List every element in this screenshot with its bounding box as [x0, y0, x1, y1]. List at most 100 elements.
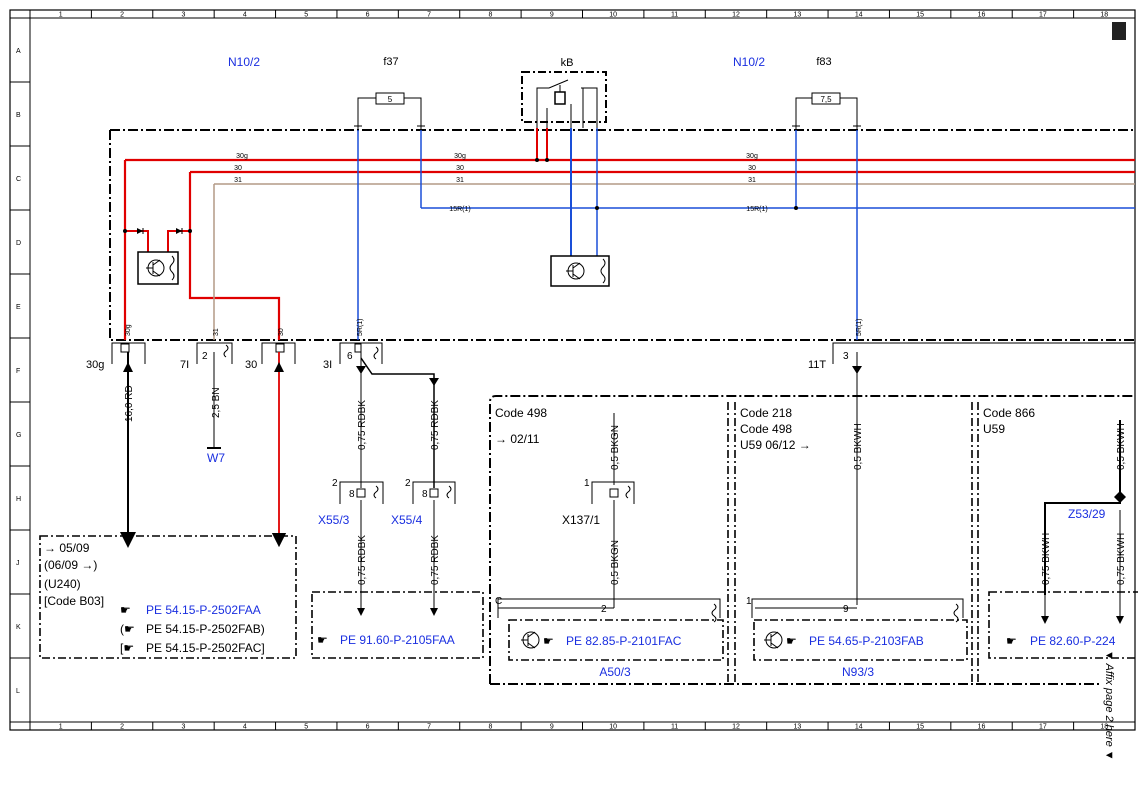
label-x55-3: X55/3 — [318, 513, 350, 527]
grid-column-label-top: 14 — [855, 12, 863, 19]
ref-pe-2502fab[interactable]: PE 54.15-P-2502FAB) — [146, 622, 265, 636]
ref-2105faa-icon: ☛ — [317, 633, 328, 647]
label-n10-2-right: N10/2 — [733, 55, 765, 69]
connector-housings — [111, 342, 1135, 364]
sheet-frame — [9, 9, 1136, 731]
connector-30g: 30g — [86, 359, 104, 371]
grid-column-label-bottom: 2 — [120, 724, 124, 731]
pin-8-x55-3: 8 — [349, 489, 355, 500]
connector-3i: 3I — [323, 359, 332, 371]
bus-label-30g-a: 30g — [236, 153, 248, 160]
wire-075-rdbk-d: 0,75 RDBK — [430, 535, 441, 585]
wire-05-bkwh-a: 0,5 BKWH — [853, 423, 864, 470]
grid-column-label-bottom: 13 — [793, 724, 801, 731]
grid-column-label-top: 18 — [1100, 12, 1108, 19]
bus-wires — [123, 128, 1135, 340]
fuse-f37-value: 5 — [388, 95, 393, 104]
ref-224-icon: ☛ — [1006, 634, 1017, 648]
grid-column-label-bottom: 6 — [366, 724, 370, 731]
note-code218: Code 218 — [740, 406, 792, 420]
grid-row-label: J — [16, 560, 20, 567]
connector-x137-1 — [591, 481, 635, 504]
grid-column-label-bottom: 12 — [732, 724, 740, 731]
n10-2-boundary — [109, 129, 1135, 341]
bus-label-30-c: 30 — [748, 165, 756, 172]
pin-label-5r-right: 5R(1) — [856, 318, 863, 336]
grid-row-label: A — [16, 48, 21, 55]
pin-9-n93: 9 — [843, 604, 849, 615]
ref-pe-224[interactable]: PE 82.60-P-224 — [1030, 634, 1116, 648]
ref-pe-2502fac[interactable]: PE 54.15-P-2502FAC] — [146, 641, 265, 655]
label-x137-1: X137/1 — [562, 513, 600, 527]
note-u59: U59 — [983, 422, 1005, 436]
wire-075-rdbk-c: 0,75 RDBK — [357, 535, 368, 585]
wire-075-bkwh-a: 0,75 BKWH — [1041, 533, 1052, 585]
module-area-boundary — [489, 395, 1135, 684]
ref-2502fab-icon: (☛ — [120, 622, 135, 636]
pin-label-5r-left: 5R(1) — [357, 318, 364, 336]
grid-column-label-bottom: 16 — [978, 724, 986, 731]
grid-column-label-top: 8 — [488, 12, 492, 19]
ref-pe-2105faa[interactable]: PE 91.60-P-2105FAA — [340, 633, 455, 647]
ref-2502faa-icon: ☛ — [120, 603, 131, 617]
grid-column-label-top: 11 — [671, 12, 678, 19]
bus-label-31-b: 31 — [456, 177, 464, 184]
grid-column-label-top: 13 — [793, 12, 801, 19]
grid-column-label-bottom: 17 — [1039, 724, 1047, 731]
wire-075-rdbk-b: 0,75 RDBK — [430, 400, 441, 450]
grid-column-label-top: 9 — [550, 12, 554, 19]
note-code866: Code 866 — [983, 406, 1035, 420]
grid-column-label-bottom: 1 — [59, 724, 63, 731]
bus-label-30g-c: 30g — [746, 153, 758, 160]
note-left-line1: → 05/09 — [44, 541, 90, 555]
label-f83: f83 — [816, 56, 831, 68]
bus-label-31-a: 31 — [234, 177, 242, 184]
pin-1-x137: 1 — [584, 478, 590, 489]
note-affix: ▼ Affix page 2 here ▼ — [1103, 650, 1115, 761]
connector-c: C — [495, 596, 502, 607]
note-code498: Code 498 — [495, 406, 547, 420]
ref-2101fac-icon: ☛ — [543, 634, 554, 648]
wire-16-rd: 16,0 RD — [124, 385, 135, 422]
connector-x55-blocks — [339, 481, 456, 504]
grid-column-label-top: 1 — [59, 12, 63, 19]
pin-2-x55-3: 2 — [332, 478, 338, 489]
grid-column-label-bottom: 18 — [1100, 724, 1108, 731]
bus-label-30g-b: 30g — [454, 153, 466, 160]
ref-2103fab-icon: ☛ — [786, 634, 797, 648]
pin-8-x55-4: 8 — [422, 489, 428, 500]
lower-wires — [120, 352, 1124, 624]
pin-2-a50: 2 — [601, 604, 607, 615]
grid-column-label-top: 16 — [978, 12, 986, 19]
ref-pe-2103fab[interactable]: PE 54.65-P-2103FAB — [809, 634, 924, 648]
diode-symbols — [137, 228, 183, 234]
fuse-f37 — [354, 92, 425, 130]
pin-3-11t: 3 — [843, 351, 849, 362]
label-z53-29: Z53/29 — [1068, 507, 1106, 521]
grid-column-label-bottom: 10 — [609, 724, 617, 731]
grid-column-label-bottom: 15 — [916, 724, 924, 731]
grid-column-label-bottom: 8 — [488, 724, 492, 731]
label-w7: W7 — [207, 451, 225, 465]
grid-column-label-top: 7 — [427, 12, 431, 19]
ground-triangles — [123, 362, 1126, 503]
label-n93-3: N93/3 — [842, 665, 874, 679]
note-left-line4: [Code B03] — [44, 594, 104, 608]
ref-pe-2502faa[interactable]: PE 54.15-P-2502FAA — [146, 603, 261, 617]
wire-05-bkwh-b: 0,5 BKWH — [1116, 423, 1127, 470]
grid-column-label-top: 6 — [366, 12, 370, 19]
ref-pe-2101fac[interactable]: PE 82.85-P-2101FAC — [566, 634, 682, 648]
grid-column-label-bottom: 5 — [304, 724, 308, 731]
grid-column-label-top: 3 — [182, 12, 186, 19]
grid-column-label-top: 12 — [732, 12, 740, 19]
ref-2502fac-icon: [☛ — [120, 641, 134, 655]
pin-label-30: 30 — [278, 328, 285, 336]
note-left-line2: (06/09 →) — [44, 558, 97, 572]
transistor-kb-icon — [550, 255, 610, 287]
note-box-left — [39, 535, 297, 659]
bus-label-30-a: 30 — [234, 165, 242, 172]
note-left-line3: (U240) — [44, 577, 81, 591]
pin-6-3i: 6 — [347, 351, 353, 362]
